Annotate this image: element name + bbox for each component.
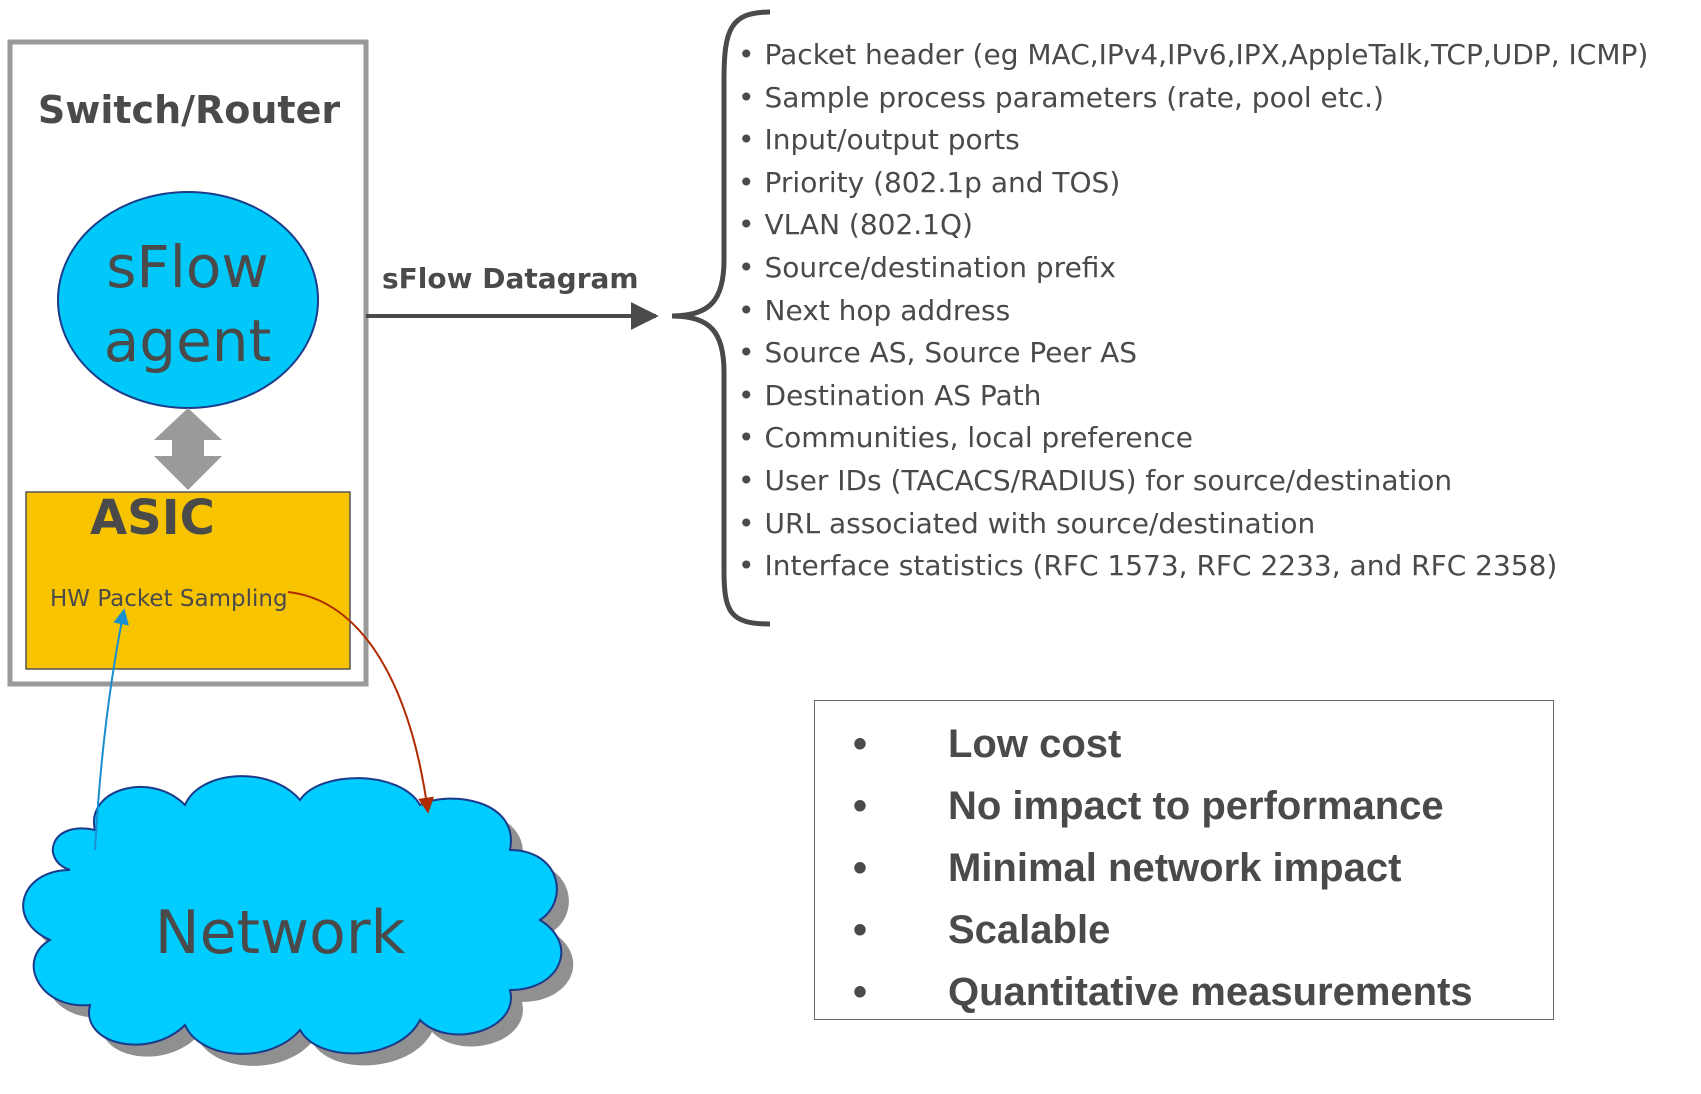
switch-router-title: Switch/Router [37,88,341,132]
agent-asic-double-arrow [154,408,222,490]
datagram-field: Source AS, Source Peer AS [738,332,1698,375]
benefit-label: Scalable [948,908,1111,952]
asic-title: ASIC [90,490,215,546]
benefit-label: Low cost [948,722,1122,766]
datagram-field: Packet header (eg MAC,IPv4,IPv6,IPX,Appl… [738,34,1698,77]
network-to-asic-arrow [94,608,130,851]
benefits-box: • Low cost • No impact to performance • Min… [814,700,1554,1020]
benefit-label: No impact to performance [948,784,1444,828]
sflow-agent-label: sFlow agent [103,233,272,375]
benefit-item: • No impact to performance [815,775,1553,837]
datagram-field: Source/destination prefix [738,247,1698,290]
hw-packet-sampling-label: HW Packet Sampling [50,586,288,612]
datagram-field: Next hop address [738,290,1698,333]
asic-to-network-arrow [287,591,434,814]
benefit-label: Minimal network impact [948,846,1402,890]
datagram-field: URL associated with source/destination [738,503,1698,546]
datagram-field: User IDs (TACACS/RADIUS) for source/dest… [738,460,1698,503]
datagram-field: Sample process parameters (rate, pool et… [738,77,1698,120]
bullet-icon: • [853,722,868,766]
datagram-field: Priority (802.1p and TOS) [738,162,1698,205]
sflow-datagram-label: sFlow Datagram [382,262,639,295]
datagram-field: Interface statistics (RFC 1573, RFC 2233… [738,545,1698,588]
network-cloud [22,775,563,1055]
bullet-icon: • [853,846,868,890]
datagram-field: Communities, local preference [738,417,1698,460]
asic-box [25,491,351,670]
datagram-field: Destination AS Path [738,375,1698,418]
bullet-icon: • [853,908,868,952]
network-label: Network [154,898,406,968]
bullet-icon: • [853,970,868,1014]
datagram-fields-list: Packet header (eg MAC,IPv4,IPv6,IPX,Appl… [738,34,1698,588]
benefit-item: • Scalable [815,899,1553,961]
benefit-item: • Minimal network impact [815,837,1553,899]
benefit-item: • Low cost [815,713,1553,775]
bullet-icon: • [853,784,868,828]
datagram-field: VLAN (802.1Q) [738,204,1698,247]
benefit-label: Quantitative measurements [948,970,1473,1014]
datagram-fields-brace [671,9,771,627]
datagram-field: Input/output ports [738,119,1698,162]
benefit-item: • Quantitative measurements [815,961,1553,1023]
